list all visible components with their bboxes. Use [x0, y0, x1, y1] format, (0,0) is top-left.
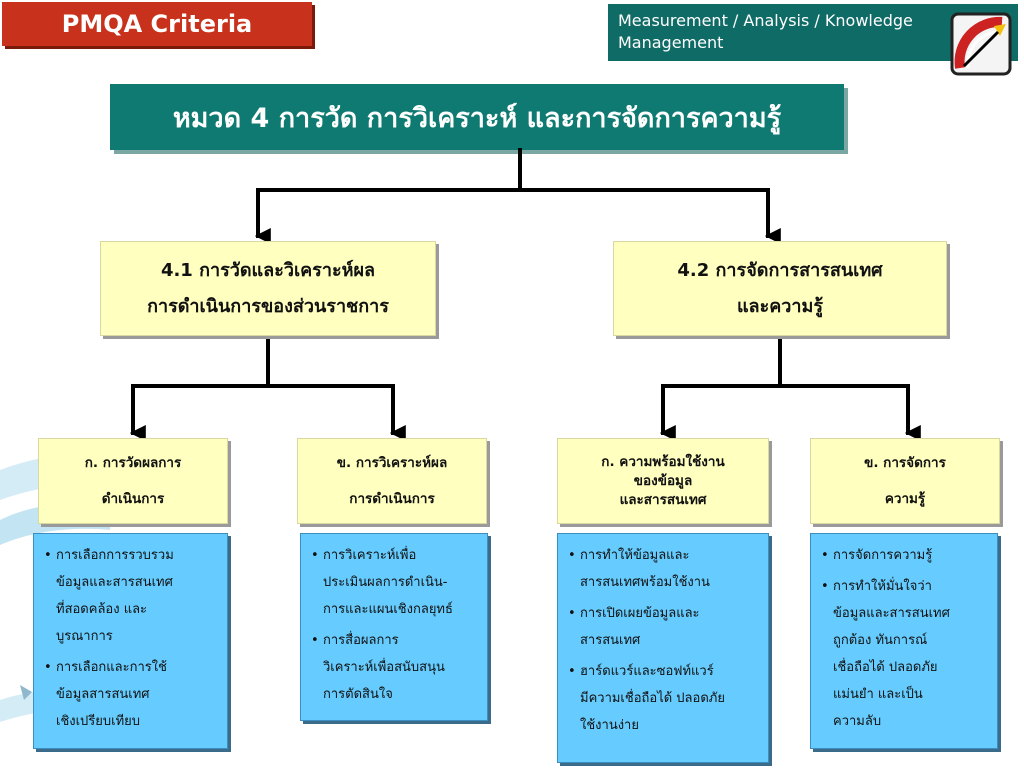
node-4-1-b: ข. การวิเคราะห์ผล การดำเนินการ — [297, 438, 487, 524]
detail-item: การเลือกการรวบรวม ข้อมูลและสารสนเทศ ที่ส… — [42, 542, 219, 650]
detail-box-4-2-a: การทำให้ข้อมูลและ สารสนเทศพร้อมใช้งาน กา… — [557, 533, 769, 763]
detail-box-4-1-b: การวิเคราะห์เพื่อ ประเมินผลการดำเนิน- กา… — [300, 533, 488, 721]
detail-item: การทำให้ข้อมูลและ สารสนเทศพร้อมใช้งาน — [566, 542, 760, 596]
detail-item: การเลือกและการใช้ ข้อมูลสารสนเทศ เชิงเปร… — [42, 654, 219, 735]
section-header-line: Management — [618, 33, 724, 52]
detail-item: การทำให้มั่นใจว่า ข้อมูลและสารสนเทศ ถูกต… — [819, 573, 989, 735]
node-label: ดำเนินการ — [101, 491, 165, 507]
node-4-2-b: ข. การจัดการ ความรู้ — [810, 438, 1000, 524]
detail-item: การสื่อผลการ วิเคราะห์เพื่อสนับสนุน การต… — [309, 627, 479, 708]
node-label: ของข้อมูล — [633, 472, 693, 489]
gauge-icon — [950, 12, 1012, 76]
node-label: ความรู้ — [884, 491, 926, 507]
node-label: และความรู้ — [736, 295, 824, 317]
node-label: ก. ความพร้อมใช้งาน — [601, 453, 725, 470]
node-label: การดำเนินการของส่วนราชการ — [147, 295, 389, 317]
node-label: ก. การวัดผลการ — [84, 455, 182, 471]
node-4-2: 4.2 การจัดการสารสนเทศ และความรู้ — [613, 241, 947, 336]
main-title: หมวด 4 การวัด การวิเคราะห์ และการจัดการค… — [110, 84, 844, 150]
detail-box-4-2-b: การจัดการความรู้ การทำให้มั่นใจว่า ข้อมู… — [810, 533, 998, 749]
node-4-1-a: ก. การวัดผลการ ดำเนินการ — [38, 438, 228, 524]
node-label: ข. การจัดการ — [864, 455, 946, 471]
detail-item: การจัดการความรู้ — [819, 542, 989, 569]
section-header: Measurement / Analysis / Knowledge Manag… — [608, 4, 1018, 61]
node-label: 4.1 การวัดและวิเคราะห์ผล — [160, 259, 376, 281]
section-header-line: Measurement / Analysis / Knowledge — [618, 11, 913, 30]
detail-item: ฮาร์ดแวร์และซอฟท์แวร์ มีความเชื่อถือได้ … — [566, 658, 760, 739]
node-label: การดำเนินการ — [349, 491, 435, 507]
node-4-1: 4.1 การวัดและวิเคราะห์ผล การดำเนินการของ… — [100, 241, 436, 336]
node-label: ข. การวิเคราะห์ผล — [336, 455, 448, 471]
detail-box-4-1-a: การเลือกการรวบรวม ข้อมูลและสารสนเทศ ที่ส… — [33, 533, 228, 749]
node-label: 4.2 การจัดการสารสนเทศ — [677, 259, 883, 281]
criteria-badge: PMQA Criteria — [2, 2, 312, 46]
node-label: และสารสนเทศ — [619, 491, 707, 508]
node-4-2-a: ก. ความพร้อมใช้งาน ของข้อมูล และสารสนเทศ — [557, 438, 769, 524]
detail-item: การวิเคราะห์เพื่อ ประเมินผลการดำเนิน- กา… — [309, 542, 479, 623]
detail-item: การเปิดเผยข้อมูลและ สารสนเทศ — [566, 600, 760, 654]
